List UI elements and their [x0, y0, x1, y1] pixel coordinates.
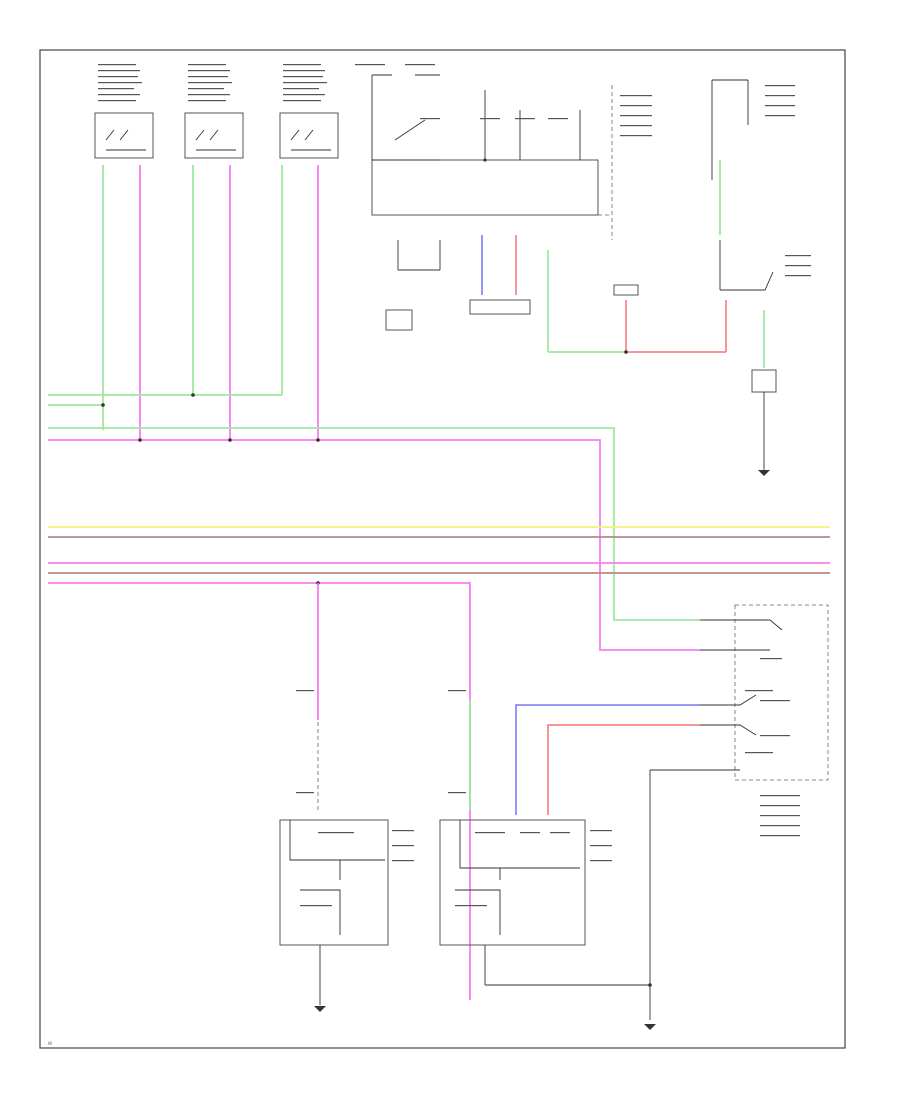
center-actuator-feed [448, 690, 471, 810]
switch-unit-3 [279, 64, 339, 159]
ground-icon [644, 1024, 656, 1030]
switch-unit-1 [94, 64, 154, 159]
right-sensor-column [613, 79, 811, 476]
center-control-module [355, 64, 652, 240]
diagram-frame [39, 49, 846, 1049]
left-actuator-feed [296, 583, 319, 810]
connector-left [385, 240, 441, 331]
switch-drop-wires [102, 165, 319, 440]
ground-icon [758, 470, 770, 476]
center-right-feeds [515, 704, 700, 815]
right-switch-box [485, 604, 829, 1030]
main-harness [48, 526, 830, 1000]
left-actuator-module [279, 819, 414, 1012]
module-pair-wires [469, 235, 626, 353]
collector-wires [48, 393, 700, 651]
footer-label: W [48, 1041, 52, 1046]
switch-unit-2 [184, 64, 244, 159]
ground-icon [314, 1006, 326, 1012]
motor-icon [751, 369, 777, 393]
center-actuator-module [439, 819, 612, 985]
